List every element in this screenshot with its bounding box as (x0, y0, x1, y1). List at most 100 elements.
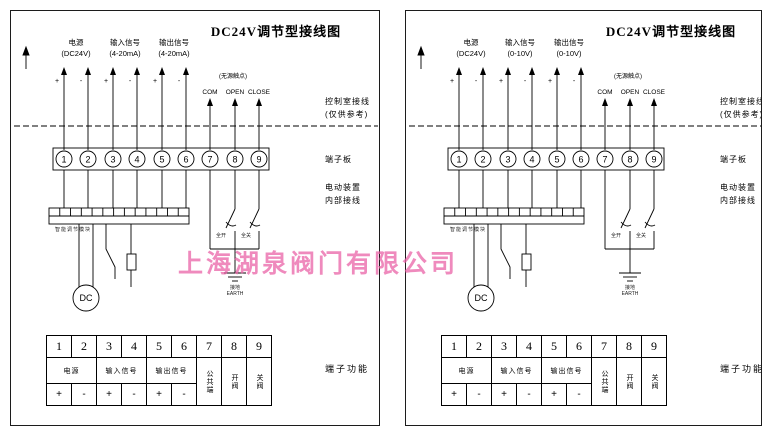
contact-label: OPEN (226, 89, 245, 96)
terminal-circle (250, 150, 268, 168)
arrow-up-icon (529, 67, 535, 75)
table-cell-num: 5 (146, 335, 171, 357)
terminal-number: 4 (134, 155, 139, 165)
corner-arrow-head (417, 45, 425, 56)
switch-blade (225, 208, 236, 229)
terminal-number: 5 (554, 155, 559, 165)
table-cell-num: 4 (121, 335, 146, 357)
power-label-group: 电源 (DC24V) (61, 37, 90, 59)
control-room-note-line2: (仅供参考) (325, 110, 369, 119)
terminal-number: 6 (183, 155, 188, 165)
control-room-note: 控制室接线 (仅供参考) (325, 95, 370, 121)
dc-motor-symbol (467, 284, 495, 312)
control-room-note: 控制室接线 (仅供参考) (720, 95, 762, 121)
control-room-note-line2: (仅供参考) (720, 110, 762, 119)
terminal-board-box (447, 147, 665, 171)
diagram-title: DC24V调节型接线图 (605, 24, 737, 39)
table-cell-grp: 电源 (441, 357, 491, 383)
terminal-function-label: 端子功能 (325, 364, 370, 374)
switch-open-label: 全开 (216, 233, 227, 239)
terminal-circle (177, 150, 195, 168)
polarity-sign: - (573, 78, 576, 85)
dc-motor-symbol (72, 284, 100, 312)
table-cell-vert: 公共端 (196, 357, 221, 405)
table-cell-sign: + (441, 383, 466, 405)
polarity-sign: + (499, 78, 503, 85)
arrow-up-icon (110, 67, 116, 75)
switch-close-label: 全关 (636, 233, 647, 239)
table-cell-num: 8 (616, 335, 641, 357)
input-signal-label-group: 输入信号 (4-20mA) (109, 37, 140, 59)
output-signal-label: 输出信号 (554, 38, 584, 47)
arrow-up-icon (480, 67, 486, 75)
terminal-circle (201, 150, 219, 168)
terminal-number: 2 (480, 155, 485, 165)
switch-blade (620, 208, 631, 229)
table-cell-num: 1 (441, 335, 466, 357)
arrow-up-icon (207, 98, 213, 106)
switch-open-label: 全开 (611, 233, 622, 239)
table-cell-num: 3 (96, 335, 121, 357)
device-note-line1: 电动装置 (325, 183, 361, 192)
module-label: 智能调节模块 (450, 227, 487, 233)
table-cell-sign: - (171, 383, 196, 405)
polarity-sign: - (178, 78, 181, 85)
device-wiring-note: 电动装置 内部接线 (720, 181, 756, 207)
output-signal-label: 输出信号 (158, 38, 189, 47)
device-note-line1: 电动装置 (720, 183, 756, 192)
terminal-circle (499, 150, 517, 168)
switch-blade (249, 208, 260, 229)
input-signal-label: 输入信号 (109, 38, 140, 47)
polarity-sign: + (104, 78, 108, 85)
arrow-up-icon (183, 67, 189, 75)
input-signal-sublabel: (0-10V) (507, 49, 533, 58)
module-label: 智能调节模块 (55, 227, 92, 233)
table-cell-sign: + (541, 383, 566, 405)
switch-arc (249, 221, 261, 227)
terminal-circle (548, 150, 566, 168)
table-cell-vert: 开阀 (616, 357, 641, 405)
table-cell-vert: 关阀 (641, 357, 666, 405)
corner-arrow-head (22, 45, 30, 56)
table-cell-sign: + (146, 383, 171, 405)
contact-label: CLOSE (248, 89, 271, 96)
polarity-sign: + (548, 78, 552, 85)
terminal-number: 3 (110, 155, 115, 165)
output-signal-sublabel: (0-10V) (556, 49, 582, 58)
earth-label-cn: 接地 (229, 285, 240, 291)
switch-close-label: 全关 (241, 233, 252, 239)
dry-contact-label: (无源触点) (219, 74, 247, 80)
device-note-line2: 内部接线 (325, 196, 361, 205)
static-wiring (14, 45, 378, 312)
arrow-up-icon (627, 98, 633, 106)
table-cell-num: 4 (516, 335, 541, 357)
table-cell-vert: 公共端 (591, 357, 616, 405)
contact-label: COM (597, 89, 612, 96)
motor-wire (105, 224, 116, 279)
table-cell-num: 9 (641, 335, 666, 357)
terminal-circle (153, 150, 171, 168)
control-room-note-line1: 控制室接线 (325, 97, 370, 106)
input-signal-label: 输入信号 (505, 38, 535, 47)
table-cell-sign: - (466, 383, 491, 405)
earth-label-en: EARTH (621, 291, 639, 297)
terminal-board-label: 端子板 (720, 155, 747, 164)
earth-label-cn: 接地 (624, 285, 635, 291)
power-label: 电源 (68, 38, 84, 47)
output-signal-sublabel: (4-20mA) (158, 49, 190, 58)
terminal-number: 8 (232, 155, 237, 165)
earth-label-en: EARTH (226, 291, 244, 297)
table-cell-sign: - (516, 383, 541, 405)
control-room-note-line1: 控制室接线 (720, 97, 762, 106)
terminal-function-label: 端子功能 (720, 364, 762, 374)
table-cell-grp: 输入信号 (491, 357, 541, 383)
terminal-number: 2 (85, 155, 90, 165)
arrow-up-icon (554, 67, 560, 75)
polarity-sign: - (129, 78, 132, 85)
terminal-circle (572, 150, 590, 168)
table-cell-sign: + (46, 383, 71, 405)
